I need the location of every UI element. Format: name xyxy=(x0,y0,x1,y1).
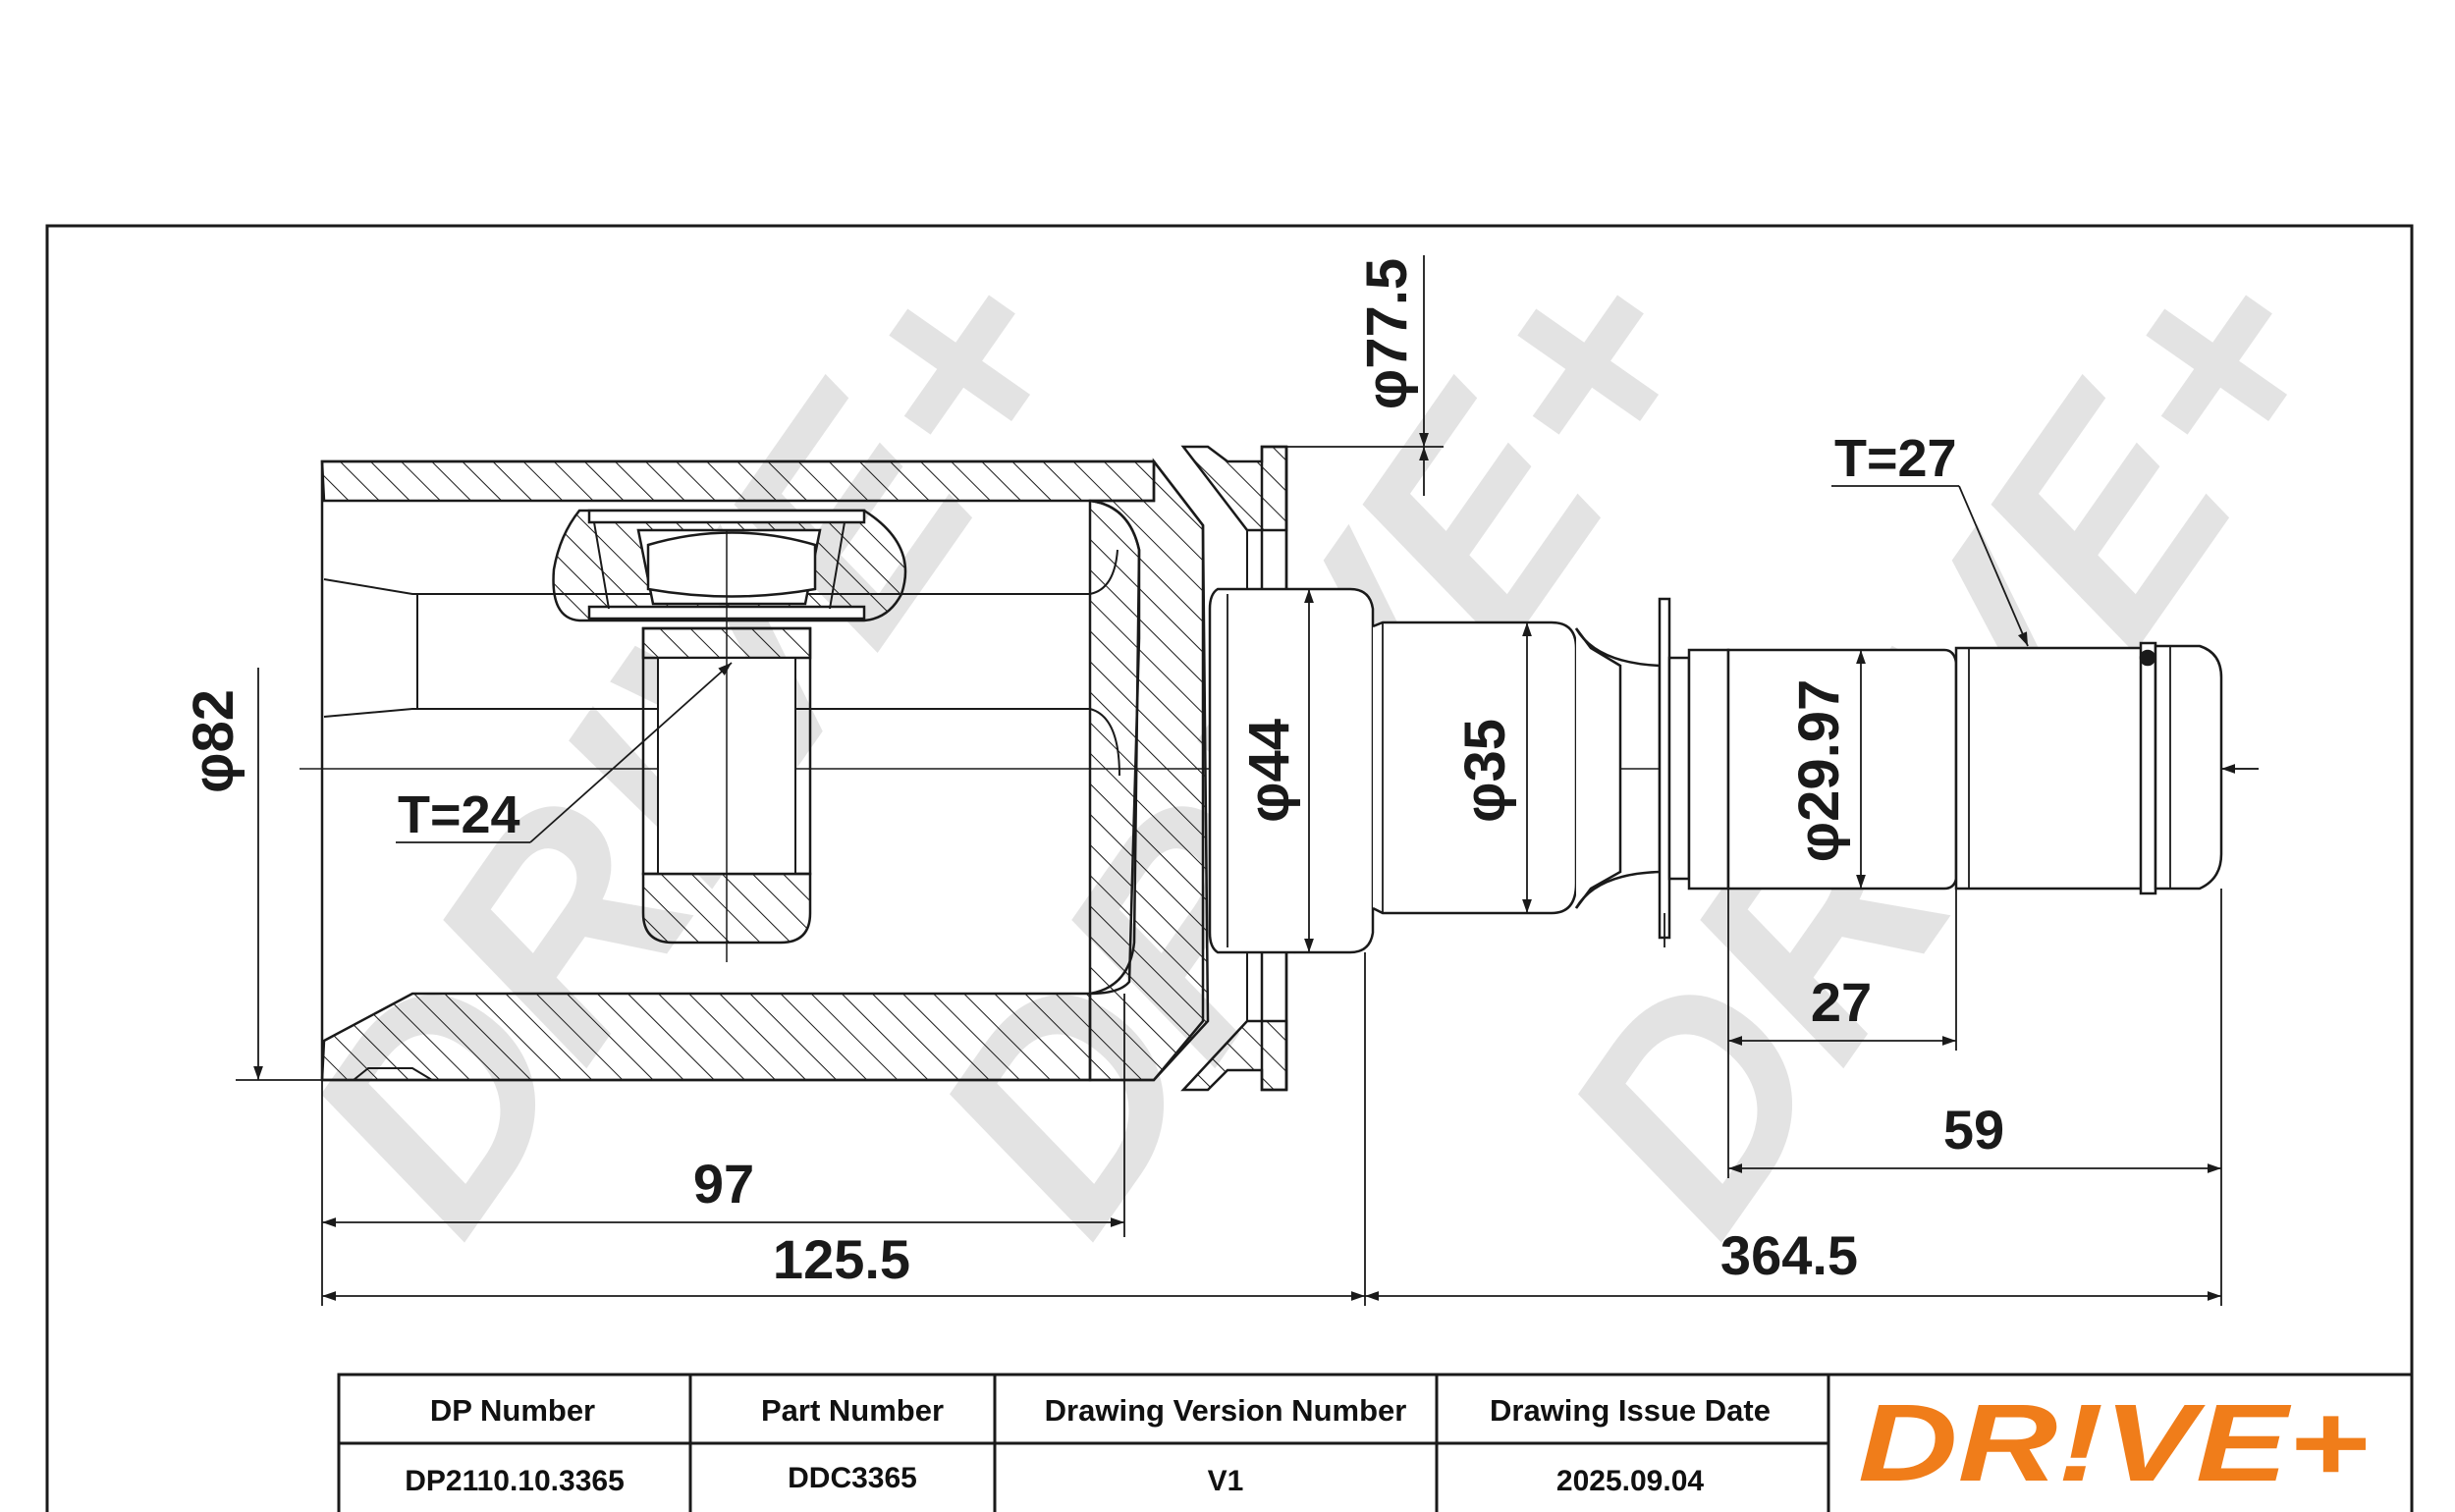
dim-phi-29-97: φ29.97 xyxy=(1787,679,1851,863)
dim-length-27: 27 xyxy=(1811,971,1872,1033)
dim-length-59: 59 xyxy=(1943,1099,2004,1161)
dim-t-24: T=24 xyxy=(398,785,520,844)
dim-phi-44: φ44 xyxy=(1237,719,1301,823)
header-issue-date: Drawing Issue Date xyxy=(1490,1393,1771,1428)
header-drawing-version: Drawing Version Number xyxy=(1045,1393,1407,1428)
dim-t-27: T=27 xyxy=(1834,429,1957,488)
value-drawing-version: V1 xyxy=(1208,1465,1244,1497)
dim-length-125-5: 125.5 xyxy=(773,1228,910,1290)
dim-length-364-5: 364.5 xyxy=(1720,1224,1858,1286)
value-part-number: DDC3365 xyxy=(788,1462,917,1494)
dim-phi-77-5: φ77.5 xyxy=(1355,258,1419,409)
header-part-number: Part Number xyxy=(761,1393,944,1428)
tripod-roller xyxy=(552,509,907,962)
dim-phi-35: φ35 xyxy=(1453,719,1517,823)
dim-length-97: 97 xyxy=(693,1153,754,1215)
dimension-lines xyxy=(236,255,2259,1306)
value-issue-date: 2025.09.04 xyxy=(1556,1465,1704,1497)
drawing-frame xyxy=(45,224,2414,1512)
title-block xyxy=(337,1373,2414,1512)
value-dp-number: DP2110.10.3365 xyxy=(405,1465,625,1497)
header-dp-number: DP Number xyxy=(430,1393,595,1428)
dim-phi-82: φ82 xyxy=(182,689,246,793)
drive-logo: DR!VE+ xyxy=(1858,1381,2369,1504)
